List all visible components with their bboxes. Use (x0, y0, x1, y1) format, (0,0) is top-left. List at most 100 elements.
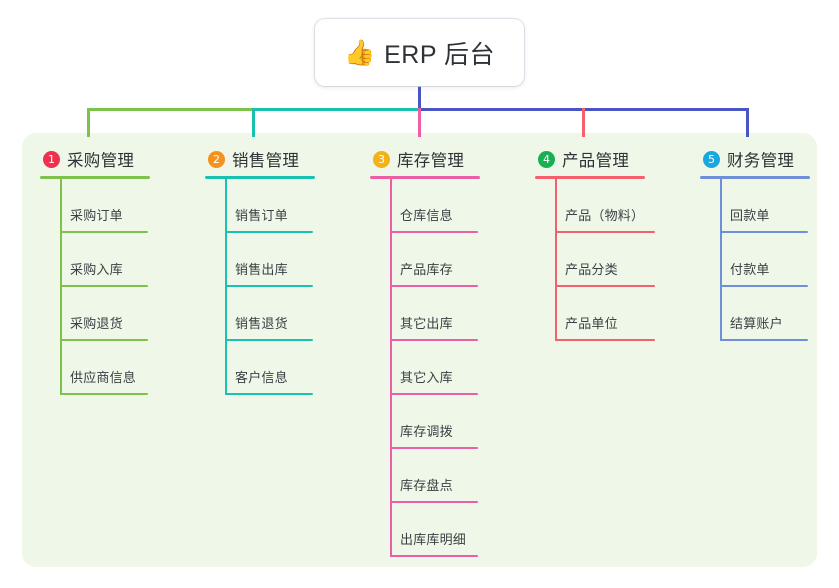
list-item-label: 销售出库 (235, 262, 288, 277)
branch-underline-1 (40, 176, 150, 179)
connector-drop-green (87, 108, 90, 137)
list-item-label: 出库库明细 (400, 532, 467, 547)
list-item-underline (225, 285, 313, 287)
list-item-label: 供应商信息 (70, 370, 137, 385)
list-item-underline (60, 393, 148, 395)
list-item[interactable]: 销售订单 (205, 179, 353, 233)
list-item-label: 产品分类 (565, 262, 618, 277)
list-item[interactable]: 客户信息 (205, 341, 353, 395)
list-item[interactable]: 结算账户 (700, 287, 820, 341)
list-item-label: 销售退货 (235, 316, 288, 331)
list-item-underline (555, 339, 655, 341)
list-item-underline (60, 231, 148, 233)
list-item-underline (225, 231, 313, 233)
list-item[interactable]: 仓库信息 (370, 179, 518, 233)
connector-trunk-teal (252, 108, 419, 111)
list-item-label: 结算账户 (730, 316, 783, 331)
branch-header-2[interactable]: 2 销售管理 (205, 147, 353, 171)
list-item[interactable]: 产品分类 (535, 233, 683, 287)
list-item-underline (225, 393, 313, 395)
list-item[interactable]: 库存盘点 (370, 449, 518, 503)
branch-underline-2 (205, 176, 315, 179)
list-item-label: 产品单位 (565, 316, 618, 331)
list-item-label: 库存调拨 (400, 424, 453, 439)
root-title: ERP 后台 (384, 40, 496, 69)
branch-underline-3 (370, 176, 480, 179)
list-item[interactable]: 产品（物料） (535, 179, 683, 233)
branch-items-5: 回款单付款单结算账户 (700, 179, 820, 341)
list-item-label: 采购退货 (70, 316, 123, 331)
list-item-underline (390, 447, 478, 449)
connector-drop-pink (418, 108, 421, 137)
list-item-underline (390, 231, 478, 233)
list-item[interactable]: 回款单 (700, 179, 820, 233)
list-item-underline (60, 285, 148, 287)
connector-drop-blue (746, 108, 749, 137)
branch-items-1: 采购订单采购入库采购退货供应商信息 (40, 179, 188, 395)
branch-spine-3 (390, 179, 392, 557)
branch-spine-2 (225, 179, 227, 395)
branch-header-1[interactable]: 1 采购管理 (40, 147, 188, 171)
list-item-label: 销售订单 (235, 208, 288, 223)
connector-trunk-green (87, 108, 253, 111)
branch-title-2: 销售管理 (232, 152, 300, 170)
list-item-underline (60, 339, 148, 341)
branch-badge-1: 1 (43, 150, 60, 168)
list-item[interactable]: 采购入库 (40, 233, 188, 287)
list-item[interactable]: 其它出库 (370, 287, 518, 341)
branch-underline-4 (535, 176, 645, 179)
branch-spine-4 (555, 179, 557, 341)
list-item-label: 产品（物料） (565, 208, 645, 223)
root-node[interactable]: 👍 ERP 后台 (315, 19, 524, 86)
list-item-label: 回款单 (730, 208, 770, 223)
branch-header-5[interactable]: 5 财务管理 (700, 147, 820, 171)
list-item[interactable]: 销售退货 (205, 287, 353, 341)
list-item[interactable]: 库存调拨 (370, 395, 518, 449)
thumbs-up-icon: 👍 (343, 39, 376, 67)
list-item-label: 仓库信息 (400, 208, 453, 223)
list-item-underline (720, 285, 808, 287)
list-item-underline (225, 339, 313, 341)
list-item-label: 采购入库 (70, 262, 123, 277)
branch-title-5: 财务管理 (727, 152, 795, 170)
diagram-background-panel (22, 133, 817, 567)
list-item[interactable]: 采购订单 (40, 179, 188, 233)
list-item[interactable]: 供应商信息 (40, 341, 188, 395)
list-item[interactable]: 付款单 (700, 233, 820, 287)
branch-items-2: 销售订单销售出库销售退货客户信息 (205, 179, 353, 395)
list-item-underline (390, 393, 478, 395)
list-item[interactable]: 销售出库 (205, 233, 353, 287)
list-item[interactable]: 产品单位 (535, 287, 683, 341)
list-item-label: 付款单 (730, 262, 770, 277)
list-item-underline (555, 231, 655, 233)
list-item-underline (390, 339, 478, 341)
list-item-underline (720, 339, 808, 341)
branch-badge-5: 5 (703, 150, 720, 168)
list-item-label: 其它入库 (400, 370, 453, 385)
list-item-underline (390, 555, 478, 557)
branch-title-1: 采购管理 (67, 152, 135, 170)
branch-5: 5 财务管理回款单付款单结算账户 (700, 147, 820, 341)
list-item[interactable]: 其它入库 (370, 341, 518, 395)
branch-items-4: 产品（物料） 产品分类产品单位 (535, 179, 683, 341)
branch-items-3: 仓库信息产品库存其它出库其它入库库存调拨库存盘点出库库明细 (370, 179, 518, 557)
list-item-underline (390, 501, 478, 503)
branch-2: 2 销售管理销售订单销售出库销售退货客户信息 (205, 147, 353, 395)
list-item-label: 库存盘点 (400, 478, 453, 493)
branch-underline-5 (700, 176, 810, 179)
list-item[interactable]: 出库库明细 (370, 503, 518, 557)
list-item-label: 采购订单 (70, 208, 123, 223)
branch-spine-1 (60, 179, 62, 395)
branch-title-3: 库存管理 (397, 152, 465, 170)
list-item-label: 产品库存 (400, 262, 453, 277)
connector-root-stem (418, 86, 421, 111)
connector-drop-teal (252, 108, 255, 137)
list-item[interactable]: 采购退货 (40, 287, 188, 341)
branch-badge-2: 2 (208, 150, 225, 168)
list-item[interactable]: 产品库存 (370, 233, 518, 287)
